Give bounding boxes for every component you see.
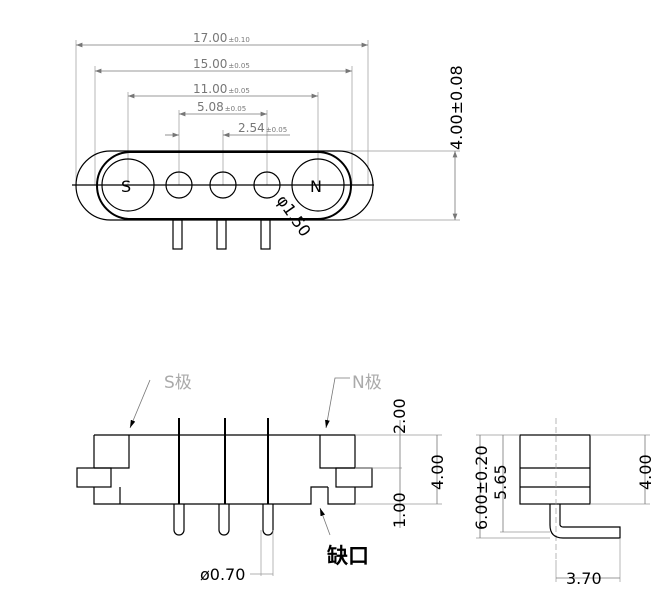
n-pole-leader	[325, 377, 350, 429]
dim-254-label: 2.54±0.05	[238, 121, 287, 135]
pin-diameter-label: ø0.70	[200, 565, 245, 584]
side-extension-lines	[476, 434, 650, 582]
hole-diameter-label: φ1.50	[273, 191, 315, 240]
dim-508-label: 5.08±0.05	[197, 100, 246, 114]
pin-hole	[253, 171, 281, 199]
dim-2-label: 2.00	[390, 398, 409, 434]
dimension-lines	[76, 42, 458, 220]
right-tab	[335, 467, 373, 488]
side-body	[519, 434, 591, 505]
pin-tails	[173, 504, 274, 536]
pin-lines	[178, 418, 269, 504]
s-pole-label: S	[121, 177, 131, 196]
dim-15-label: 15.00±0.05	[193, 57, 250, 71]
dim-4-label: 4.00	[428, 454, 447, 490]
notch-label: 缺口	[327, 544, 369, 568]
dim-17-label: 17.00±0.10	[193, 31, 250, 45]
dim-6-label: 6.00±0.20	[472, 445, 491, 530]
side-view: 6.00±0.20 5.65 4.00 3.70	[472, 418, 655, 588]
pin-hole	[209, 171, 237, 199]
notch-leader	[319, 507, 331, 536]
n-pole-text: N极	[352, 373, 382, 393]
dim-370-label: 3.70	[566, 569, 602, 588]
left-tab	[76, 467, 112, 488]
pin-hole	[165, 171, 193, 199]
n-pole-circle	[291, 158, 345, 212]
n-pole-label: N	[310, 177, 322, 196]
top-view: 17.00±0.10 15.00±0.05 11.00±0.05 5.08±0.…	[72, 31, 466, 250]
s-pole-leader	[129, 379, 151, 429]
dim-565-label: 5.65	[491, 464, 510, 500]
front-extension-lines	[250, 434, 442, 576]
dim-11-label: 11.00±0.05	[193, 82, 250, 96]
side-dim-4-label: 4.00	[636, 454, 655, 490]
height-label: 4.00±0.08	[447, 65, 466, 150]
s-pole-circle	[101, 158, 155, 212]
front-view: S极 N极 缺口 2.00 1.00 4.00 ø0.70	[76, 373, 447, 584]
dim-1-label: 1.00	[390, 492, 409, 528]
pins	[172, 219, 271, 250]
s-pole-text: S极	[164, 373, 192, 393]
side-pin	[549, 504, 621, 539]
